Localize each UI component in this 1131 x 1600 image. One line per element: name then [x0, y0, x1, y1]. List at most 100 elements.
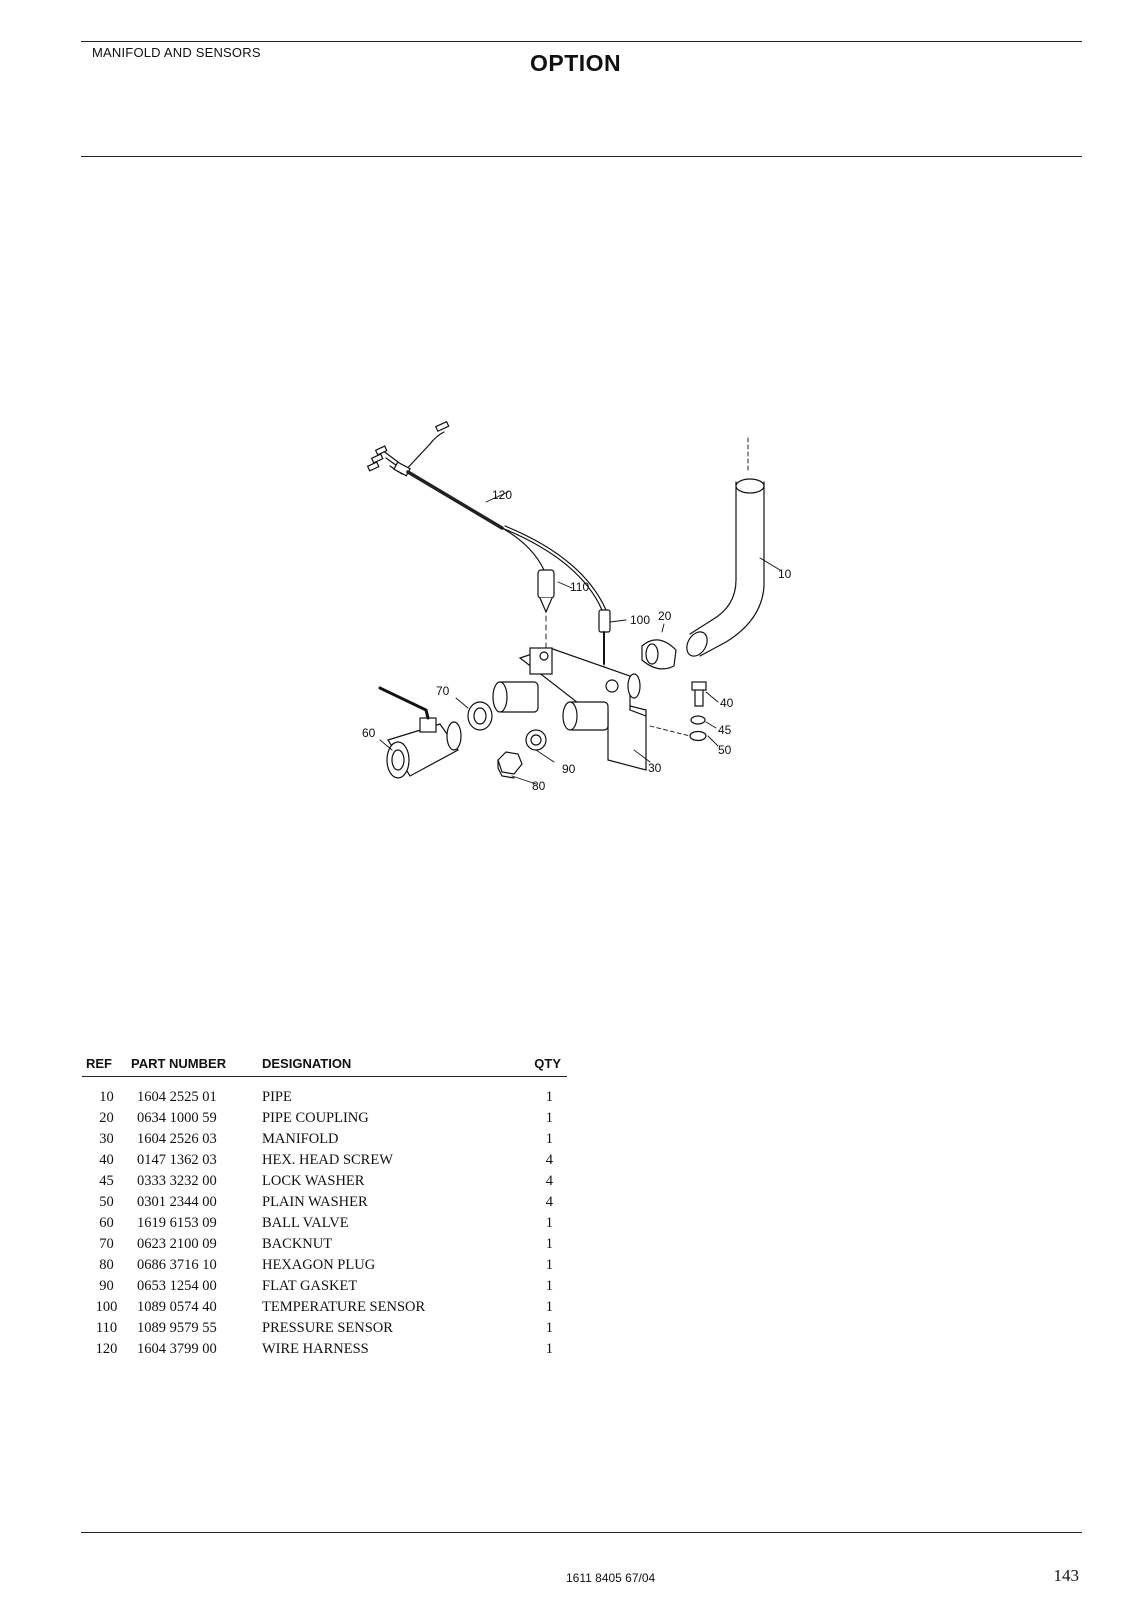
ref-cell: 60	[99, 1215, 114, 1231]
table-row: 45 0333 3232 00 LOCK WASHER 4	[82, 1171, 567, 1192]
document-number: 1611 8405 67/04	[566, 1571, 656, 1585]
callout-50: 50	[718, 743, 732, 757]
page-number: 143	[1053, 1566, 1080, 1585]
part-number-cell: 1089 0574 40	[137, 1299, 217, 1315]
table-row: 50 0301 2344 00 PLAIN WASHER 4	[82, 1192, 567, 1213]
table-row: 40 0147 1362 03 HEX. HEAD SCREW 4	[82, 1150, 567, 1171]
manifold-drawing	[492, 647, 647, 771]
column-header-qty: QTY	[516, 1056, 567, 1077]
part-number-cell: 1619 6153 09	[137, 1215, 217, 1231]
flat-gasket-drawing	[525, 729, 547, 751]
ref-cell: 30	[99, 1131, 114, 1147]
designation-cell: PLAIN WASHER	[262, 1194, 368, 1210]
callout-30: 30	[648, 761, 662, 775]
qty-cell: 1	[545, 1110, 553, 1126]
table-header-row: REF PART NUMBER DESIGNATION QTY	[82, 1056, 567, 1077]
wire-harness-drawing	[366, 420, 607, 611]
ref-cell: 50	[99, 1194, 114, 1210]
designation-cell: FLAT GASKET	[262, 1278, 358, 1294]
ref-cell: 80	[99, 1257, 114, 1273]
pipe-drawing	[686, 437, 765, 657]
qty-cell: 1	[545, 1215, 553, 1231]
option-title: OPTION	[530, 50, 622, 76]
designation-cell: HEX. HEAD SCREW	[262, 1152, 393, 1168]
ref-cell: 120	[95, 1341, 118, 1357]
callout-90: 90	[562, 762, 576, 776]
pressure-sensor-drawing	[537, 569, 555, 651]
ball-valve-drawing	[378, 686, 462, 779]
ref-cell: 100	[95, 1299, 118, 1315]
designation-cell: PIPE COUPLING	[262, 1110, 369, 1126]
ref-cell: 20	[99, 1110, 114, 1126]
qty-cell: 1	[545, 1320, 553, 1336]
designation-cell: LOCK WASHER	[262, 1173, 365, 1189]
ref-cell: 90	[99, 1278, 114, 1294]
part-number-cell: 1089 9579 55	[137, 1320, 217, 1336]
top-rule	[81, 41, 1082, 42]
table-row: 90 0653 1254 00 FLAT GASKET 1	[82, 1276, 567, 1297]
table-row: 100 1089 0574 40 TEMPERATURE SENSOR 1	[82, 1297, 567, 1318]
designation-cell: BACKNUT	[262, 1236, 333, 1252]
designation-cell: MANIFOLD	[262, 1131, 339, 1147]
ref-cell: 40	[99, 1152, 114, 1168]
ref-cell: 10	[99, 1089, 114, 1105]
table-row: 80 0686 3716 10 HEXAGON PLUG 1	[82, 1255, 567, 1276]
callout-110: 110	[570, 580, 589, 594]
callout-80: 80	[532, 779, 546, 793]
designation-cell: HEXAGON PLUG	[262, 1257, 376, 1273]
designation-cell: WIRE HARNESS	[262, 1341, 369, 1357]
callout-leaders	[379, 491, 781, 785]
table-row: 110 1089 9579 55 PRESSURE SENSOR 1	[82, 1318, 567, 1339]
part-number-cell: 1604 2526 03	[137, 1131, 217, 1147]
qty-cell: 4	[545, 1194, 553, 1210]
part-number-cell: 0333 3232 00	[137, 1173, 217, 1189]
backnut-drawing	[467, 701, 493, 731]
qty-cell: 1	[545, 1341, 553, 1357]
pipe-coupling-drawing	[641, 639, 677, 670]
temperature-sensor-drawing	[598, 609, 611, 683]
part-number-cell: 0686 3716 10	[137, 1257, 217, 1273]
lock-washer-drawing	[690, 715, 706, 725]
qty-cell: 1	[545, 1089, 553, 1105]
callout-60: 60	[362, 726, 376, 740]
hex-head-screw-drawing	[691, 681, 707, 707]
section-title: MANIFOLD AND SENSORS	[92, 45, 261, 60]
qty-cell: 4	[545, 1173, 553, 1189]
part-number-cell: 0634 1000 59	[137, 1110, 217, 1126]
qty-cell: 1	[545, 1278, 553, 1294]
table-row: 70 0623 2100 09 BACKNUT 1	[82, 1234, 567, 1255]
designation-cell: TEMPERATURE SENSOR	[262, 1299, 426, 1315]
ref-cell: 110	[95, 1320, 118, 1336]
ref-cell: 45	[99, 1173, 114, 1189]
callout-120: 120	[492, 488, 512, 502]
part-number-cell: 0301 2344 00	[137, 1194, 217, 1210]
part-number-cell: 1604 2525 01	[137, 1089, 217, 1105]
qty-cell: 4	[545, 1152, 553, 1168]
callout-40: 40	[720, 696, 734, 710]
designation-cell: PIPE	[262, 1089, 292, 1105]
designation-cell: BALL VALVE	[262, 1215, 349, 1231]
callout-45: 45	[718, 723, 732, 737]
column-header-ref: REF	[82, 1056, 131, 1077]
header-bottom-rule	[81, 156, 1082, 157]
callout-20: 20	[658, 609, 672, 623]
qty-cell: 1	[545, 1299, 553, 1315]
part-number-cell: 0653 1254 00	[137, 1278, 217, 1294]
footer-rule	[81, 1532, 1082, 1533]
qty-cell: 1	[545, 1257, 553, 1273]
exploded-parts-diagram: 10 20 30 40 45 50 60 70 80 90 100 110 12…	[340, 410, 820, 820]
designation-cell: PRESSURE SENSOR	[262, 1320, 393, 1336]
callout-70: 70	[436, 684, 450, 698]
ref-cell: 70	[99, 1236, 114, 1252]
hexagon-plug-drawing	[497, 751, 523, 779]
qty-cell: 1	[545, 1236, 553, 1252]
callout-10: 10	[778, 567, 792, 581]
plain-washer-drawing	[649, 725, 707, 742]
part-number-cell: 0147 1362 03	[137, 1152, 217, 1168]
part-number-cell: 0623 2100 09	[137, 1236, 217, 1252]
callout-100: 100	[630, 613, 650, 627]
